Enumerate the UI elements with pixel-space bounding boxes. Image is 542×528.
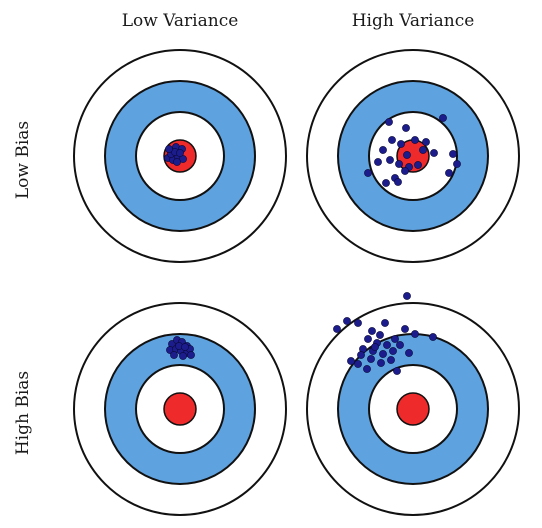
- shot-dot: [449, 150, 457, 158]
- row-title-low-bias: Low Bias: [13, 121, 33, 199]
- shot-dot: [377, 359, 385, 367]
- shot-dot: [403, 151, 411, 159]
- shot-dot: [422, 138, 430, 146]
- target-high-bias-low-variance: [73, 302, 287, 516]
- target-high-bias-high-variance: [306, 292, 520, 516]
- shot-dot: [391, 335, 399, 343]
- shot-dot: [371, 343, 379, 351]
- shot-dot: [386, 156, 394, 164]
- shot-dot: [396, 341, 404, 349]
- shot-dot: [170, 351, 178, 359]
- shot-dot: [430, 149, 438, 157]
- row-title-high-bias: High Bias: [13, 371, 33, 455]
- shot-dot: [388, 136, 396, 144]
- shot-dot: [429, 333, 437, 341]
- shot-dot: [383, 341, 391, 349]
- target-bullseye: [163, 392, 197, 426]
- shot-dot: [387, 356, 395, 364]
- target-bullseye: [396, 392, 430, 426]
- shot-dot: [439, 114, 447, 122]
- shot-dot: [385, 118, 393, 126]
- shot-dot: [367, 355, 375, 363]
- shot-dot: [411, 136, 419, 144]
- shot-dot: [176, 149, 184, 157]
- shot-dot: [419, 146, 427, 154]
- shot-dot: [411, 330, 419, 338]
- shot-dot: [453, 160, 461, 168]
- shot-dot: [395, 160, 403, 168]
- shot-dot: [181, 343, 189, 351]
- shot-dot: [165, 145, 173, 153]
- shot-dot: [364, 335, 372, 343]
- shot-dot: [401, 325, 409, 333]
- shot-dot: [354, 319, 362, 327]
- shot-dot: [347, 357, 355, 365]
- shot-dot: [403, 292, 411, 300]
- shot-dot: [173, 158, 181, 166]
- shot-dot: [368, 327, 376, 335]
- shot-dot: [179, 352, 187, 360]
- shot-dot: [397, 140, 405, 148]
- shot-dot: [376, 331, 384, 339]
- shot-dot: [445, 169, 453, 177]
- targets: [73, 49, 520, 516]
- shot-dot: [381, 319, 389, 327]
- shot-dot: [374, 158, 382, 166]
- shot-dot: [389, 347, 397, 355]
- shot-dot: [379, 146, 387, 154]
- shot-dot: [394, 178, 402, 186]
- shot-dot: [354, 360, 362, 368]
- target-low-bias-low-variance: [73, 49, 287, 263]
- shot-dot: [333, 325, 341, 333]
- shot-dot: [401, 167, 409, 175]
- shot-dot: [343, 317, 351, 325]
- shot-dot: [363, 365, 371, 373]
- shot-dot: [379, 350, 387, 358]
- shot-dot: [414, 161, 422, 169]
- column-title-high-variance: High Variance: [352, 11, 475, 31]
- shot-dot: [405, 349, 413, 357]
- column-title-low-variance: Low Variance: [122, 11, 239, 31]
- shot-dot: [382, 179, 390, 187]
- shot-dot: [393, 367, 401, 375]
- shot-dot: [357, 351, 365, 359]
- shot-dot: [364, 169, 372, 177]
- target-low-bias-high-variance: [306, 49, 520, 263]
- shot-dot: [402, 124, 410, 132]
- shot-dot: [187, 351, 195, 359]
